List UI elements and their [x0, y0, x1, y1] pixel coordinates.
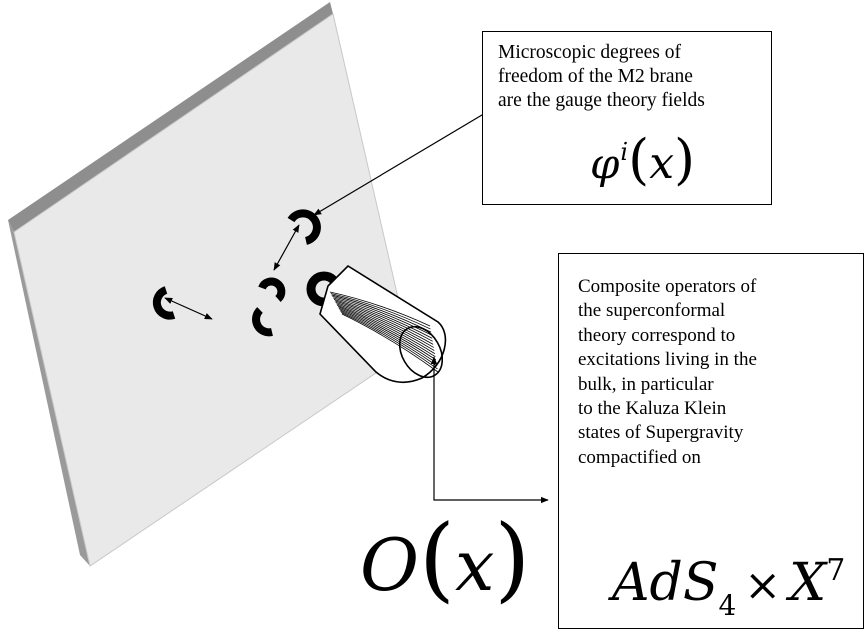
hatch-line: [339, 309, 437, 364]
hatch-line: [341, 313, 439, 373]
string-arc-top: [287, 209, 321, 245]
m2-brane-plane: [8, 2, 411, 567]
ads4-x7-formula: AdS4×X7: [612, 553, 846, 622]
text-line: theory correspond to: [578, 324, 736, 346]
text-line: Composite operators of: [578, 276, 757, 297]
text-line: to the Kaluza Klein: [578, 398, 727, 420]
text-line: excitations living in the: [578, 349, 757, 371]
brane-thick-edge: [8, 2, 333, 232]
hatch-line: [338, 307, 437, 361]
text-line: compactified on: [578, 446, 701, 468]
hatch-line: [335, 301, 434, 348]
close-paren: ): [494, 505, 531, 612]
text-line: Microscopic degrees of: [498, 42, 682, 63]
brane-left-edge: [8, 220, 90, 566]
hatch-line: [341, 312, 438, 370]
text-line: the superconformal: [578, 300, 726, 322]
phi-index: i: [620, 138, 629, 166]
text-line: bulk, in particular: [578, 373, 714, 395]
x-dimension: 7: [826, 553, 846, 588]
composite-operators-text: Composite operators of the superconforma…: [578, 275, 757, 470]
arrow-to-operator-box: [430, 356, 549, 504]
hatch-line: [332, 296, 432, 336]
text-line: are the gauge theory fields: [498, 90, 705, 111]
arrow-string-pair-left: [164, 297, 213, 320]
hatch-line: [333, 298, 433, 342]
operator-symbol: O: [360, 523, 420, 607]
arrow-to-string-top: [313, 111, 488, 216]
text-line: states of Supergravity: [578, 422, 744, 444]
hatch-line: [333, 297, 433, 339]
arrow-string-pair-vertical: [273, 224, 300, 271]
phi-symbol: φ: [590, 139, 620, 188]
hatch-line: [337, 304, 436, 354]
x-symbol: X: [789, 553, 827, 613]
open-paren: (: [419, 505, 455, 612]
gauge-fields-label-box: Microscopic degrees of freedom of the M2…: [482, 31, 772, 205]
gauge-fields-text: Microscopic degrees of freedom of the M2…: [498, 41, 705, 113]
hatch-line: [329, 291, 431, 327]
ads-dimension: 4: [718, 589, 737, 622]
arrows: [164, 111, 549, 504]
close-paren: ): [674, 128, 696, 191]
hatch-line: [334, 300, 434, 345]
times-sign: ×: [744, 560, 782, 611]
open-paren: (: [628, 128, 650, 191]
hatch-line: [330, 293, 431, 330]
bulk-cylinder: [319, 264, 447, 384]
phi-field-formula: φi(x): [590, 128, 695, 191]
hatch-line: [337, 306, 436, 358]
operator-formula: O(x): [360, 505, 530, 612]
hatch-line: [336, 303, 435, 351]
composite-operators-label-box: Composite operators of the superconforma…: [558, 253, 864, 629]
cylinder-hatching: [329, 291, 439, 373]
string-arc-mid-lower: [252, 307, 273, 337]
phi-argument: x: [649, 138, 675, 189]
text-line: freedom of the M2 brane: [498, 66, 693, 87]
hatch-line: [340, 310, 438, 367]
ads-symbol: AdS: [612, 553, 719, 613]
operator-argument: x: [454, 525, 495, 607]
string-arc-mid-upper: [258, 277, 286, 302]
